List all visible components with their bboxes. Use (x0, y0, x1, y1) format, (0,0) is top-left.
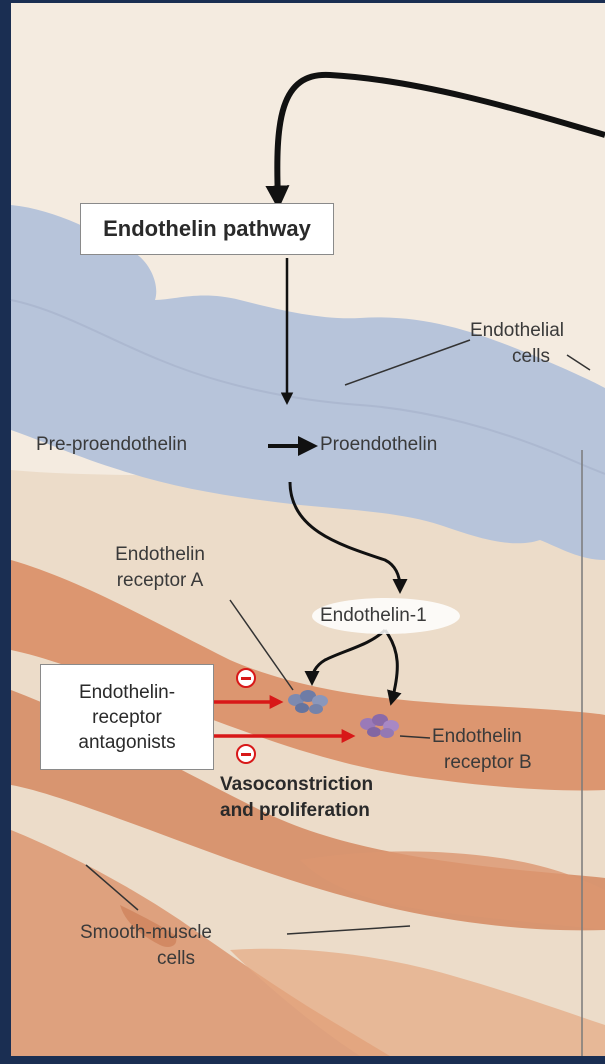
antagonists-line3: antagonists (78, 730, 175, 755)
effect-label-line2: and proliferation (220, 798, 370, 824)
antagonists-line2: receptor (92, 705, 162, 730)
smooth-muscle-label-line2: cells (157, 946, 195, 972)
receptor-a-label-line2: receptor A (90, 568, 230, 594)
antagonists-line1: Endothelin- (79, 680, 175, 705)
receptor-b-label-line1: Endothelin (432, 724, 522, 750)
endothelin-pathway-box: Endothelin pathway (80, 203, 334, 255)
receptor-a-label-line1: Endothelin (90, 542, 230, 568)
proendothelin-label: Proendothelin (320, 432, 437, 458)
receptor-b-label-line2: receptor B (444, 750, 532, 776)
pre-proendothelin-label: Pre-proendothelin (36, 432, 187, 458)
effect-label-line1: Vasoconstriction (220, 772, 373, 798)
antagonists-box: Endothelin- receptor antagonists (40, 664, 214, 770)
inhibition-minus-icon-a (236, 668, 256, 688)
endothelin-1-label: Endothelin-1 (320, 603, 427, 629)
endothelial-cells-label-line1: Endothelial (470, 318, 564, 344)
smooth-muscle-label-line1: Smooth-muscle (80, 920, 212, 946)
inhibition-minus-icon-b (236, 744, 256, 764)
endothelial-cells-label-line2: cells (512, 344, 550, 370)
